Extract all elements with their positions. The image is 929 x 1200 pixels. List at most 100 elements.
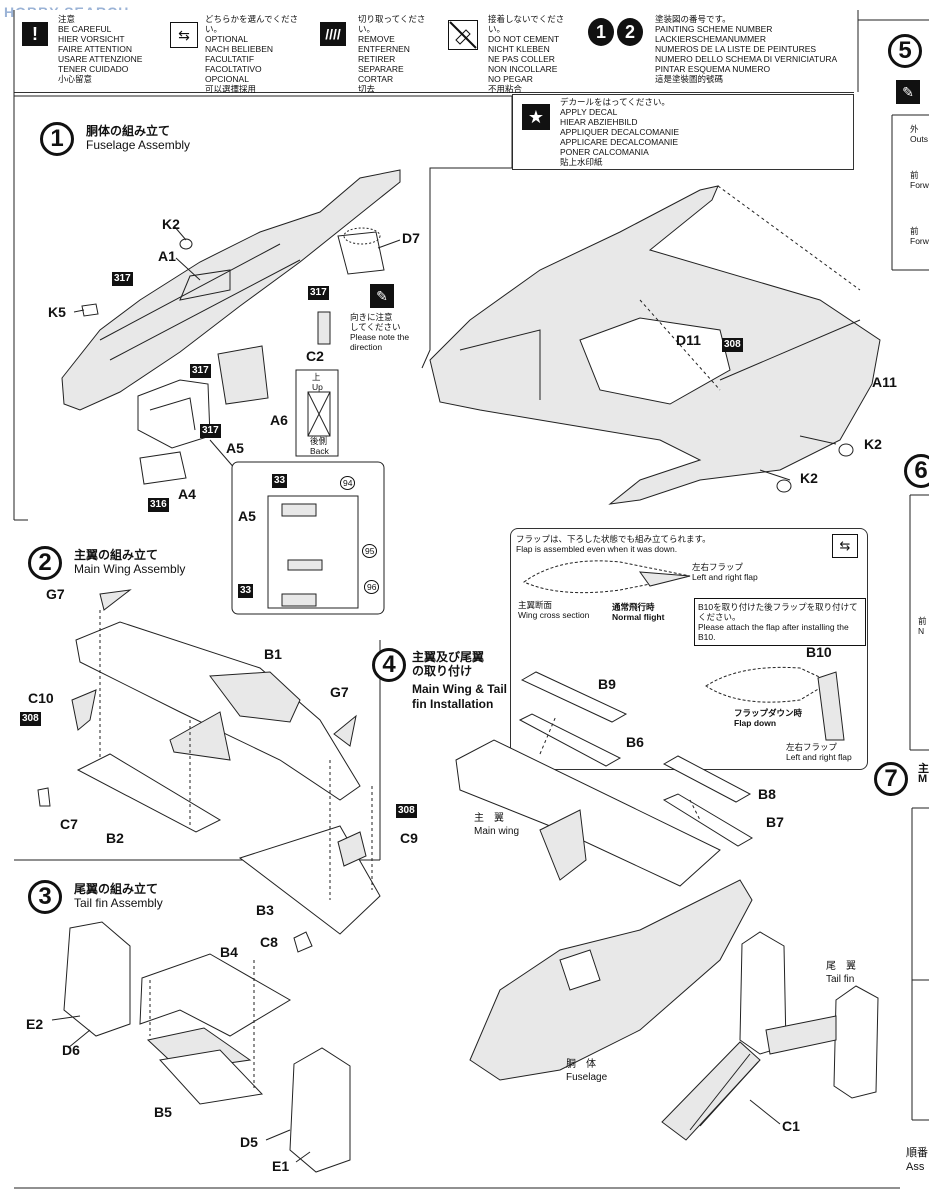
color-317: 317 [112,272,133,286]
fuselage-label: 胴 体 Fuselage [566,1059,608,1083]
b10-install-note: B10を取り付けた後フラップを取り付けてください。 Please attach … [694,598,866,646]
part-d7: D7 [402,230,420,246]
part-c2: C2 [306,348,324,364]
part-b8: B8 [758,786,776,802]
legend-no-cement: 接着しないでください。 DO NOT CEMENT NICHT KLEBEN N… [488,14,565,94]
back-label: 後側 Back [310,436,329,456]
step-5-number: 5 [888,34,922,68]
step-1-title-jp: 胴体の組み立て [86,124,171,138]
step-2-title-jp: 主翼の組み立て [74,548,159,562]
flap-note-box [510,528,868,770]
part-c8: C8 [260,934,278,950]
edge-label-forward-1: 前 Forw [910,170,929,190]
step-2-number: 2 [28,546,62,580]
color-308: 308 [722,338,743,352]
step-1-title-en: Fuselage Assembly [86,138,191,152]
up-label: 上 Up [312,372,323,392]
edge-label-forward-2: 前 Forw [910,226,929,246]
decal-94: 94 [340,476,356,490]
flap-down-label: フラップダウン時 Flap down [734,708,803,728]
part-b1: B1 [264,646,282,662]
legend-decal: デカールをはってください。 APPLY DECAL HIEAR ABZIEHBI… [560,97,680,167]
part-k2: K2 [864,436,882,452]
legend-panel [14,10,854,93]
part-b4: B4 [220,944,238,960]
part-k5: K5 [48,304,66,320]
part-c10: C10 [28,690,54,706]
direction-note: 向きに注意 してください Please note the direction [350,312,410,352]
decal-legend-box [512,94,854,170]
step-4-number: 4 [372,648,406,682]
decal-96: 96 [364,580,380,594]
color-33: 33 [238,584,254,598]
wing-cross-label: 主翼断面 Wing cross section [518,600,590,620]
step-2-title-en: Main Wing Assembly [74,562,186,576]
optional-icon: ⇆ [832,534,858,558]
paint-brush-icon: ✎ [896,80,920,104]
edge-label-forward-3: 前 N [918,616,927,636]
edge-label-step7: 主 M [918,763,929,785]
part-c1: C1 [782,1118,800,1134]
part-a5: A5 [226,440,244,456]
part-a6: A6 [270,412,288,428]
step-6-number: 6 [904,454,929,488]
no-cement-icon-mark [449,21,477,49]
edge-label-assembly: 順番 Ass [906,1147,928,1173]
tail-fin-label: 尾 翼 Tail fin [826,961,856,985]
part-d11: D11 [676,332,701,348]
remove-icon: //// [320,22,346,46]
paint-brush-icon: ✎ [370,284,394,308]
part-e2: E2 [26,1016,44,1032]
part-a11: A11 [872,374,897,390]
optional-icon: ⇆ [170,22,198,48]
step-3-title-jp: 尾翼の組み立て [74,882,159,896]
part-c9: C9 [400,830,418,846]
part-a5-inset: A5 [238,508,256,524]
part-d5: D5 [240,1134,258,1150]
part-a4: A4 [178,486,196,502]
edge-label-outside: 外 Outs [910,124,928,144]
step-1-number: 1 [40,122,74,156]
part-d6: D6 [62,1042,80,1058]
color-308: 308 [396,804,417,818]
step-7-number: 7 [874,762,908,796]
color-317: 317 [200,424,221,438]
decal-95: 95 [362,544,378,558]
scheme-2-icon: 2 [617,18,643,46]
part-g7: G7 [330,684,349,700]
flap-note-title: フラップは、下ろした状態でも組み立てられます。 Flap is assemble… [516,534,711,554]
flap-lr-label-1: 左右フラップ Left and right flap [692,562,758,582]
flap-lr-label-2: 左右フラップ Left and right flap [786,742,852,762]
part-b7: B7 [766,814,784,830]
part-b2: B2 [106,830,124,846]
step-3-number: 3 [28,880,62,914]
decal-star-icon: ★ [522,104,550,130]
no-cement-icon [448,20,478,50]
legend-careful: 注意 BE CAREFUL HIER VORSICHT FAIRE ATTENT… [58,14,143,84]
color-317: 317 [308,286,329,300]
part-b3: B3 [256,902,274,918]
normal-flight-label: 通常飛行時 Normal flight [612,602,665,622]
step-4-title-en: Main Wing & Tail fin Installation [412,682,507,711]
part-b6: B6 [626,734,644,750]
main-wing-label: 主 翼 Main wing [474,813,520,837]
part-c7: C7 [60,816,78,832]
part-a1: A1 [158,248,176,264]
color-317: 317 [190,364,211,378]
part-g7: G7 [46,586,65,602]
scheme-icons: 1 2 [588,18,643,46]
color-33: 33 [272,474,288,488]
step-3-title-en: Tail fin Assembly [74,896,163,910]
legend-scheme: 塗装図の番号です。 PAINTING SCHEME NUMBER LACKIER… [655,14,838,84]
step-4-title-jp: 主翼及び尾翼 の取り付け [412,650,485,678]
part-k2: K2 [162,216,180,232]
legend-remove: 切り取ってください。 REMOVE ENTFERNEN RETIRER SEPA… [358,14,426,94]
part-k2: K2 [800,470,818,486]
part-b5: B5 [154,1104,172,1120]
